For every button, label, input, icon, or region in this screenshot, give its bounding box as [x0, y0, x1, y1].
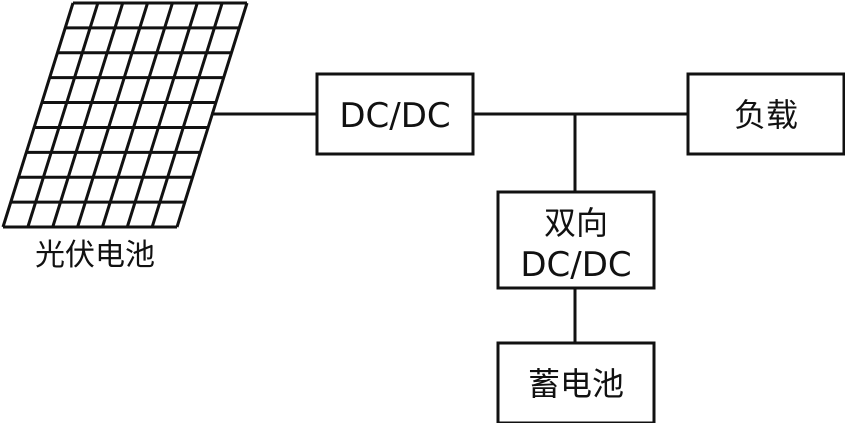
pv-panel: [1, 1, 249, 229]
pv-grid-col-line: [26, 2, 100, 228]
load-label: 负载: [734, 96, 798, 134]
bidir-label-line1: 双向: [544, 204, 608, 242]
dcdc-box: [315, 72, 475, 156]
pv-grid-col-line: [125, 2, 199, 228]
pv-label: 光伏电池: [35, 238, 155, 273]
load-box: [686, 72, 845, 156]
bidir-dcdc-box: [496, 190, 656, 290]
pv-grid-col-line: [150, 2, 224, 228]
bidir-label-line2: DC/DC: [520, 245, 631, 285]
pv-grid-col-line: [1, 2, 75, 228]
battery-box: [496, 341, 656, 423]
pv-grid-col-line: [76, 2, 150, 228]
pv-grid-col-line: [100, 2, 174, 228]
battery-label: 蓄电池: [528, 365, 624, 403]
dcdc-label: DC/DC: [339, 96, 450, 136]
pv-grid-col-line: [51, 2, 125, 228]
